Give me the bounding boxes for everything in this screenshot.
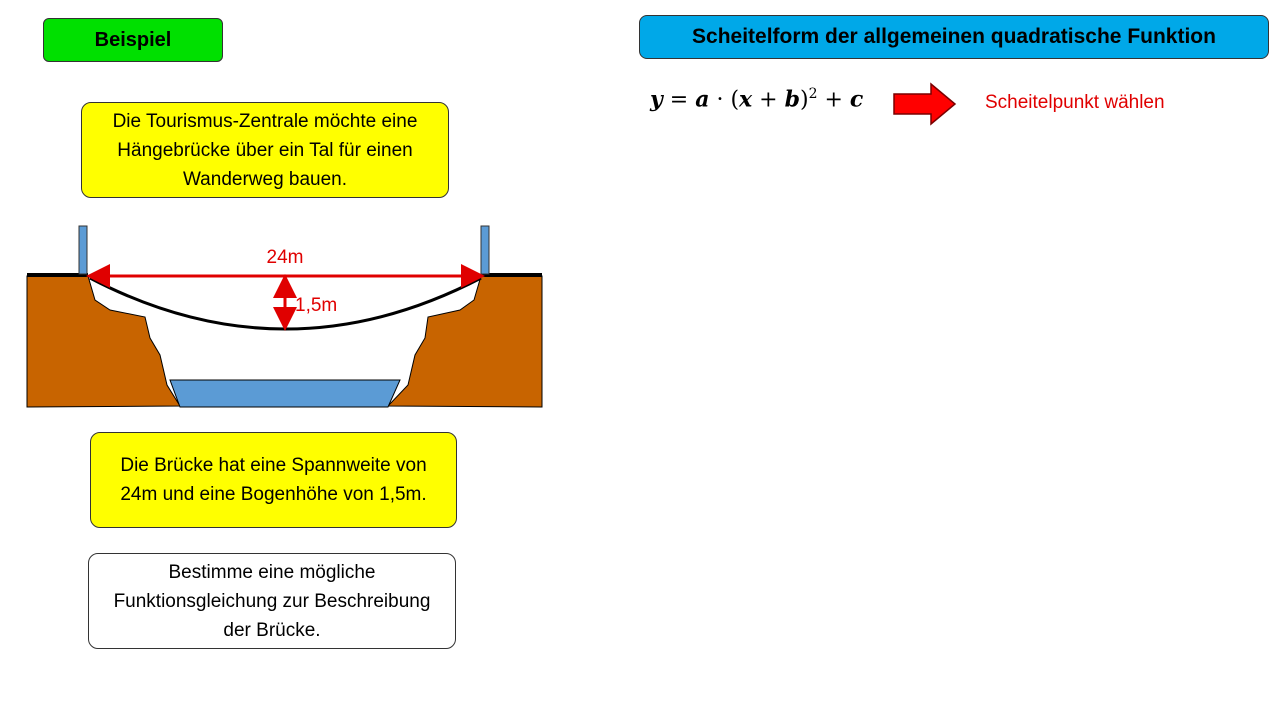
- water: [169, 379, 401, 408]
- vertex-hint: Scheitelpunkt wählen: [985, 92, 1165, 113]
- example-tag-label: Beispiel: [94, 28, 172, 51]
- formula-close: ): [799, 87, 809, 113]
- facts-text: Die Brücke hat eine Spannweite von 24m u…: [120, 455, 427, 505]
- formula-a: a: [695, 86, 710, 113]
- right-arrow-icon: [893, 82, 957, 131]
- header-title: Scheitelform der allgemeinen quadratisch…: [692, 25, 1216, 48]
- formula-plus1: +: [752, 87, 785, 113]
- formula-exp: 2: [808, 86, 818, 102]
- intro-box: Die Tourismus-Zentrale möchte eine Hänge…: [81, 102, 449, 198]
- intro-text: Die Tourismus-Zentrale möchte eine Hänge…: [112, 110, 418, 190]
- formula-eq: =: [662, 87, 696, 113]
- bridge-diagram: 24m 1,5m: [26, 225, 543, 408]
- formula-b: b: [784, 86, 800, 113]
- formula-x: x: [739, 86, 753, 113]
- span-label: 24m: [267, 247, 304, 268]
- height-label: 1,5m: [295, 295, 337, 316]
- post-right: [480, 225, 490, 275]
- task-text: Bestimme eine mögliche Funktionsgleichun…: [113, 561, 431, 641]
- formula-dot: · (: [709, 87, 740, 113]
- task-box: Bestimme eine mögliche Funktionsgleichun…: [88, 553, 456, 649]
- facts-box: Die Brücke hat eine Spannweite von 24m u…: [90, 432, 457, 528]
- vertex-form-formula: y = a · (x + b)2 + c: [650, 86, 863, 112]
- header-title-box: Scheitelform der allgemeinen quadratisch…: [639, 15, 1269, 59]
- formula-plus2: +: [817, 87, 850, 113]
- formula-y: y: [650, 86, 663, 113]
- earth-left: [26, 275, 181, 408]
- post-left: [78, 225, 88, 275]
- formula-c: c: [849, 86, 864, 113]
- earth-right: [386, 275, 543, 408]
- example-tag: Beispiel: [43, 18, 223, 62]
